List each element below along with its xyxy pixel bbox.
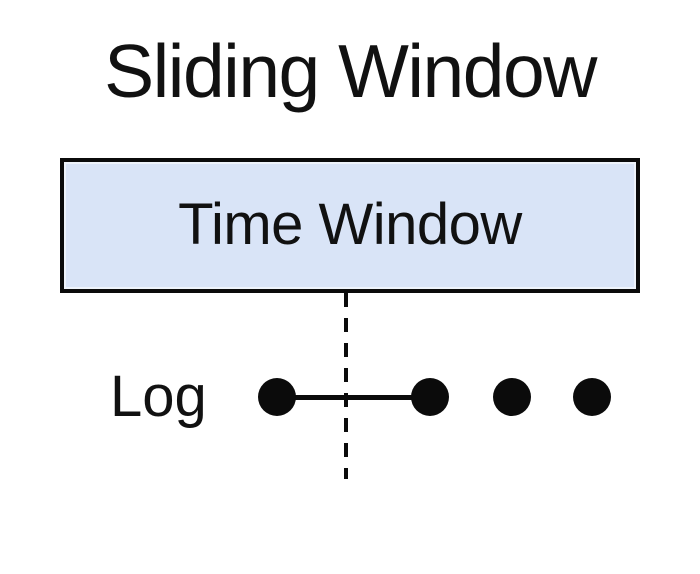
time-window-label: Time Window bbox=[178, 192, 522, 257]
log-event-dot-2 bbox=[411, 378, 449, 416]
event-connector-line bbox=[277, 395, 430, 400]
diagram-title: Sliding Window bbox=[104, 29, 597, 113]
log-event-dot-4 bbox=[573, 378, 611, 416]
time-window-box: Time Window bbox=[60, 158, 640, 293]
window-boundary-dashed-line bbox=[344, 293, 348, 479]
log-label: Log bbox=[110, 364, 207, 429]
log-event-dot-1 bbox=[258, 378, 296, 416]
log-event-dot-3 bbox=[493, 378, 531, 416]
